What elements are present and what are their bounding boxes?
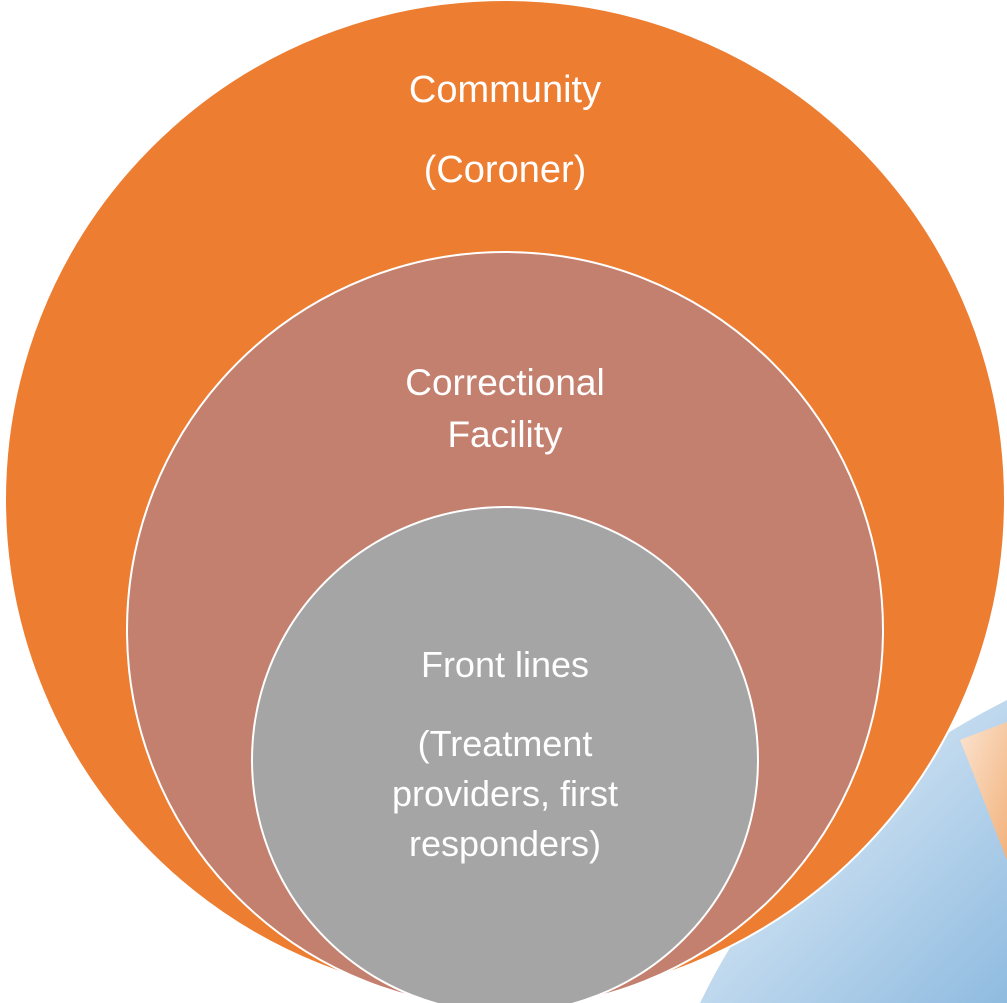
middle-circle-label: Correctional Facility [405,362,604,455]
middle-label-line-2: Facility [447,414,563,455]
inner-label-line-2: (Treatment [418,723,593,764]
inner-label-line-3: providers, first [392,773,618,814]
middle-label-line-1: Correctional [405,362,604,403]
decor-orange-swoosh [960,722,1007,860]
inner-label-line-1: Front lines [421,644,589,685]
outer-label-line-1: Community [409,69,601,111]
inner-label-line-4: responders) [409,823,601,864]
outer-circle-label: Community (Coroner) [409,69,601,191]
inner-circle [251,506,759,1003]
inner-circle-label: Front lines (Treatment providers, first … [392,644,618,864]
outer-label-line-2: (Coroner) [424,149,587,191]
